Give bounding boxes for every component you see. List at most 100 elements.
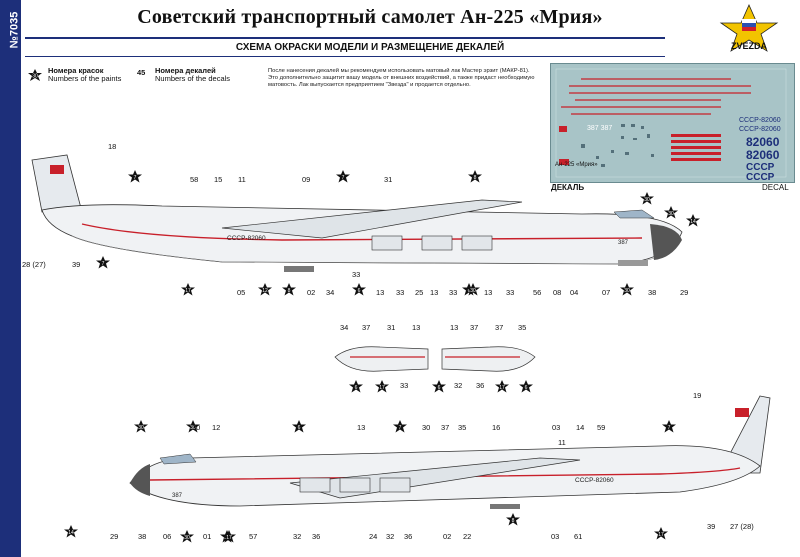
engine-label-37: 37 (362, 323, 371, 332)
engine-left (334, 346, 429, 372)
decal-sheet: СССР-82060 СССР-82060 82060 82060 СССР С… (550, 63, 795, 183)
bottom-label-38: 38 (138, 532, 147, 541)
svg-text:6: 6 (438, 385, 441, 391)
bottom-label-30b: 30 (422, 423, 431, 432)
bottom-label-32b: 32 (386, 532, 395, 541)
decal-big-1: 82060 (746, 135, 780, 149)
top-label-38: 38 (648, 288, 657, 297)
svg-text:6: 6 (355, 385, 358, 391)
subtitle-divider (25, 56, 665, 57)
cockpit-window (613, 209, 655, 219)
bottom-label-57: 57 (249, 532, 258, 541)
bottom-label-27: 27 (28) (730, 522, 754, 531)
legend-paint-ru: Номера красок (48, 66, 104, 75)
top-label-33c: 33 (449, 288, 458, 297)
bottom-label-11: 11 (558, 438, 566, 447)
svg-text:7: 7 (102, 261, 105, 267)
svg-text:30: 30 (184, 535, 190, 541)
decal-reg-2: СССР-82060 (739, 126, 781, 133)
tail-flag-right (735, 408, 749, 417)
top-label-34: 34 (326, 288, 335, 297)
legend-paint-badge: 30 (28, 68, 42, 86)
bottom-label-30: 30 (192, 423, 201, 432)
bottom-nose-number: 387 (172, 493, 183, 499)
svg-text:30: 30 (138, 425, 144, 431)
svg-text:14: 14 (68, 530, 74, 536)
bottom-label-29: 29 (110, 532, 119, 541)
engine-2 (421, 235, 453, 251)
wing (221, 199, 523, 239)
bottom-label-16: 16 (492, 423, 501, 432)
legend-decal-number: 45 (137, 68, 146, 77)
top-label-39: 39 (72, 260, 81, 269)
zvezda-logo: ZVEZDA (704, 3, 794, 53)
bottom-label-61: 61 (574, 532, 583, 541)
svg-text:6: 6 (358, 288, 361, 294)
varnish-note: После нанесения декалей мы рекомендуем и… (268, 68, 535, 88)
top-registration: СССР-82060 (227, 235, 266, 242)
engine-label-33: 33 (400, 381, 409, 390)
bottom-label-03b: 03 (551, 532, 560, 541)
radome-right (130, 464, 150, 496)
top-label-28: 28 (27) (22, 260, 46, 269)
legend-decal: Номера декалей Numbers of the decals (155, 67, 230, 83)
decal-caption-en: DECAL (762, 183, 789, 192)
bottom-label-39: 39 (707, 522, 716, 531)
top-label-02: 02 (307, 288, 316, 297)
bottom-label-36: 36 (312, 532, 321, 541)
svg-text:30: 30 (624, 288, 630, 294)
top-label-07: 07 (602, 288, 611, 297)
bottom-label-59: 59 (597, 423, 606, 432)
top-label-58: 58 (190, 175, 199, 184)
bottom-label-37: 37 (441, 423, 450, 432)
engine-label-36: 36 (476, 381, 485, 390)
top-label-13b: 13 (430, 288, 439, 297)
top-label-08: 08 (553, 288, 562, 297)
top-nose-number: 387 (618, 240, 629, 246)
decal-big-2: 82060 (746, 148, 780, 162)
svg-text:14: 14 (690, 219, 696, 225)
gear-fairing (284, 266, 314, 272)
top-label-13a: 13 (376, 288, 385, 297)
bottom-label-12: 12 (212, 423, 221, 432)
page-subtitle: СХЕМА ОКРАСКИ МОДЕЛИ И РАЗМЕЩЕНИЕ ДЕКАЛЕ… (235, 42, 505, 53)
engine-label-34: 34 (340, 323, 349, 332)
top-label-11: 11 (238, 175, 246, 184)
svg-text:30: 30 (32, 74, 38, 80)
bottom-label-19: 19 (693, 391, 702, 400)
legend-decal-ru: Номера декалей (155, 66, 216, 75)
svg-text:8: 8 (474, 175, 477, 181)
decal-cccp-2: СССР (746, 172, 775, 182)
bottom-label-36b: 36 (404, 532, 413, 541)
bottom-label-35: 35 (458, 423, 467, 432)
engine-1 (371, 235, 403, 251)
top-label-05: 05 (237, 288, 246, 297)
svg-text:6: 6 (525, 385, 528, 391)
top-label-33d: 33 (506, 288, 515, 297)
top-label-18: 18 (108, 142, 117, 151)
svg-text:17: 17 (658, 532, 664, 538)
svg-text:30: 30 (644, 197, 650, 203)
bottom-label-24: 24 (369, 532, 378, 541)
top-label-56: 56 (533, 288, 542, 297)
bottom-label-03: 03 (552, 423, 561, 432)
page-title: Советский транспортный самолет Ан-225 «М… (137, 6, 603, 28)
decal-caption-ru: ДЕКАЛЬ (551, 183, 585, 192)
svg-text:6: 6 (468, 288, 471, 294)
engine-label-32: 32 (454, 381, 463, 390)
cheatline-right (149, 467, 741, 481)
bottom-label-22: 22 (463, 532, 472, 541)
svg-text:8: 8 (512, 518, 515, 524)
bottom-label-02: 02 (443, 532, 452, 541)
top-label-09: 09 (302, 175, 311, 184)
engine-right (441, 346, 536, 372)
top-label-25: 25 (415, 288, 424, 297)
svg-text:17: 17 (226, 535, 232, 541)
legend-paint: Номера красок Numbers of the paints (48, 67, 121, 83)
top-label-31: 31 (384, 175, 393, 184)
title-divider (25, 37, 665, 39)
svg-text:12: 12 (262, 288, 268, 294)
svg-text:8: 8 (288, 288, 291, 294)
decal-caption-item: Ан-225 «Мрия» (555, 162, 598, 168)
